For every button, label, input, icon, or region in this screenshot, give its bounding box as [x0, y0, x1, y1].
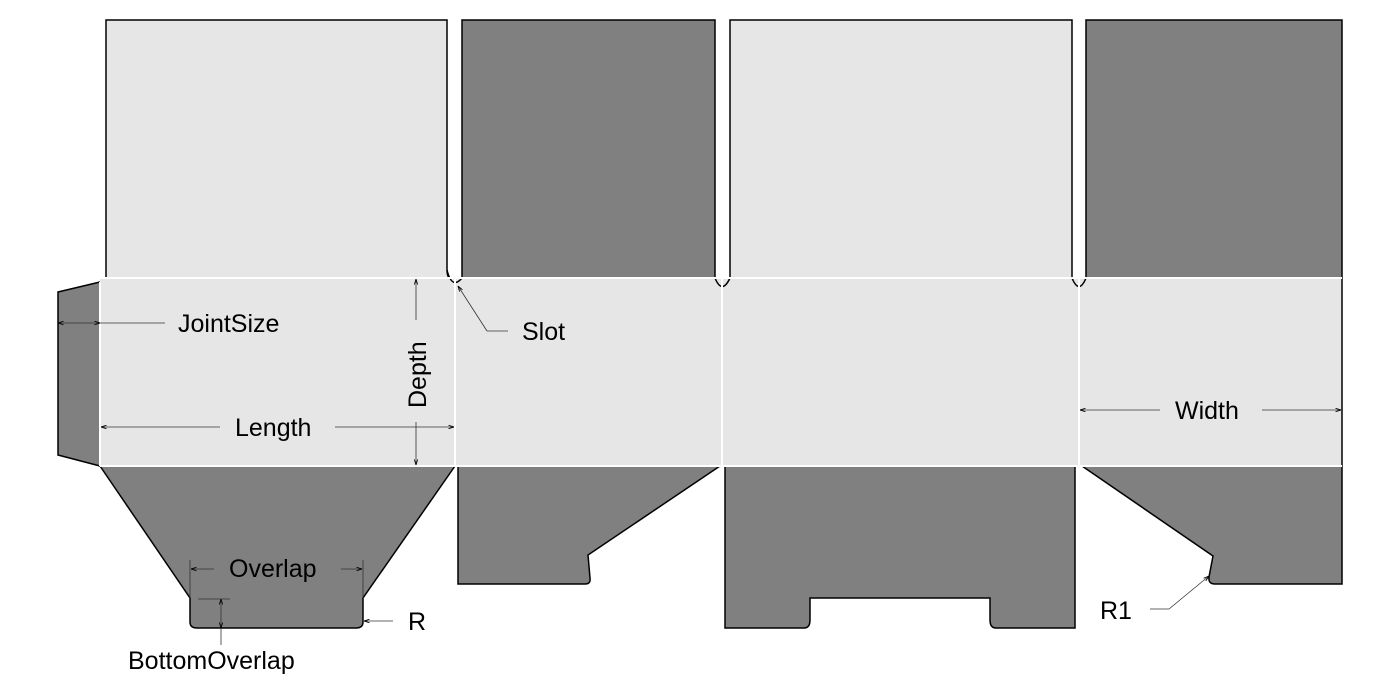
bottomoverlap-label: BottomOverlap — [128, 647, 295, 675]
bottom-flap-4 — [1081, 465, 1343, 585]
bottom-flap-2 — [457, 465, 721, 585]
bottom-flap-3 — [724, 466, 1076, 629]
fold-lines — [99, 277, 1342, 467]
slot-leader — [458, 286, 488, 332]
r1-label: R1 — [1100, 597, 1132, 625]
top-flap-3 — [729, 19, 1073, 278]
bottom-flap-1 — [99, 465, 456, 629]
depth-label: Depth — [404, 341, 432, 408]
r-label: R — [408, 608, 426, 636]
width-label: Width — [1175, 397, 1239, 425]
r1-leader-2 — [1168, 576, 1209, 610]
jointsize-label: JointSize — [178, 310, 279, 338]
length-label: Length — [235, 414, 311, 442]
joint-flap — [57, 281, 101, 467]
slot-1 — [446, 269, 463, 284]
top-flap-4 — [1085, 19, 1343, 278]
overlap-label: Overlap — [229, 555, 317, 583]
top-flap-2 — [461, 19, 716, 278]
top-flap-1 — [105, 19, 456, 283]
slot-label: Slot — [522, 318, 565, 346]
